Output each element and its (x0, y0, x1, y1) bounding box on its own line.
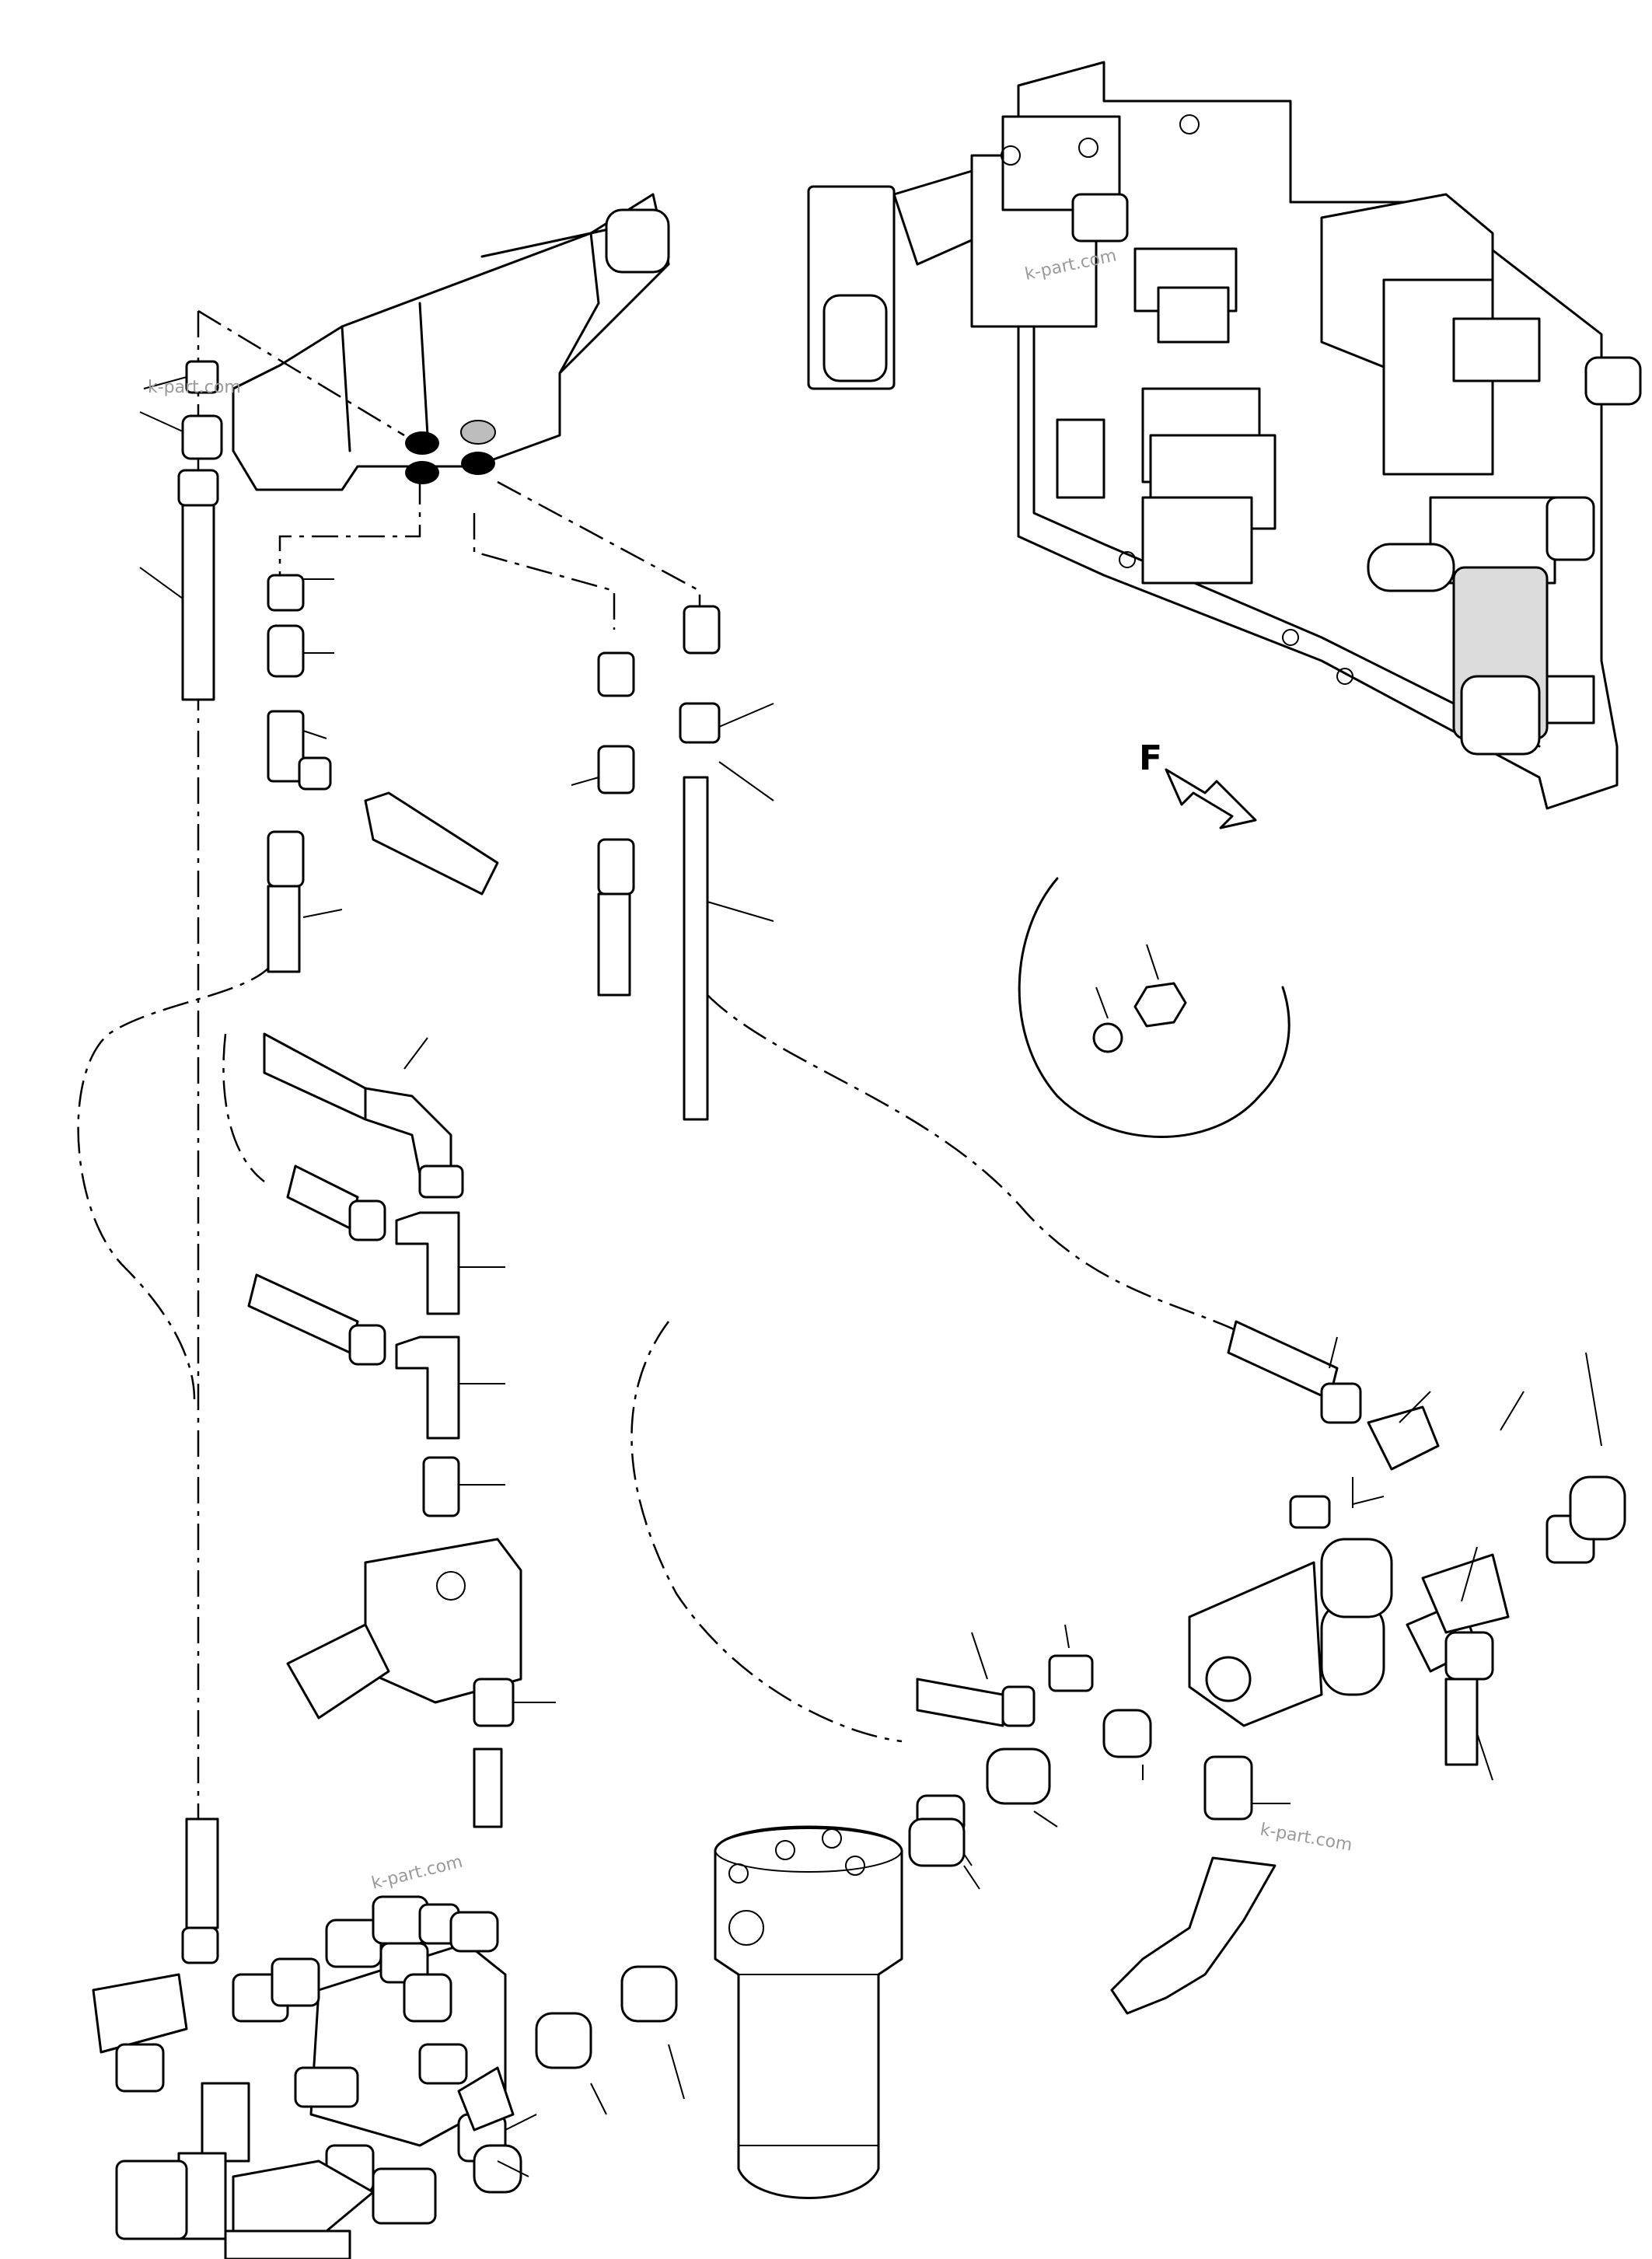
detail-circle (1018, 877, 1291, 1138)
check-valve-body (286, 1538, 556, 1828)
watermark-4: k-part.com (1259, 1820, 1353, 1855)
view-direction-marker: F (1139, 738, 1257, 829)
directional-valve (232, 193, 670, 491)
center-fittings (267, 574, 499, 973)
manifold-assembly (92, 1817, 537, 2259)
center-right-fittings (571, 605, 774, 1121)
middle-fittings-row (916, 1624, 1291, 2015)
watermark-3: k-part.com (369, 1852, 464, 1894)
routing-lines (77, 309, 1276, 1819)
hollow-arrow-icon (1165, 768, 1257, 829)
filter-fittings (535, 1817, 980, 2115)
machine-frame-assembly (807, 61, 1642, 810)
filter-housing (714, 1825, 903, 2199)
view-letter: F (1139, 738, 1162, 778)
right-hose-and-fittings (1188, 1320, 1626, 1781)
left-fittings-column (139, 360, 223, 701)
watermark-1: k-part.com (148, 378, 241, 397)
middle-hose-group (247, 1032, 505, 1517)
